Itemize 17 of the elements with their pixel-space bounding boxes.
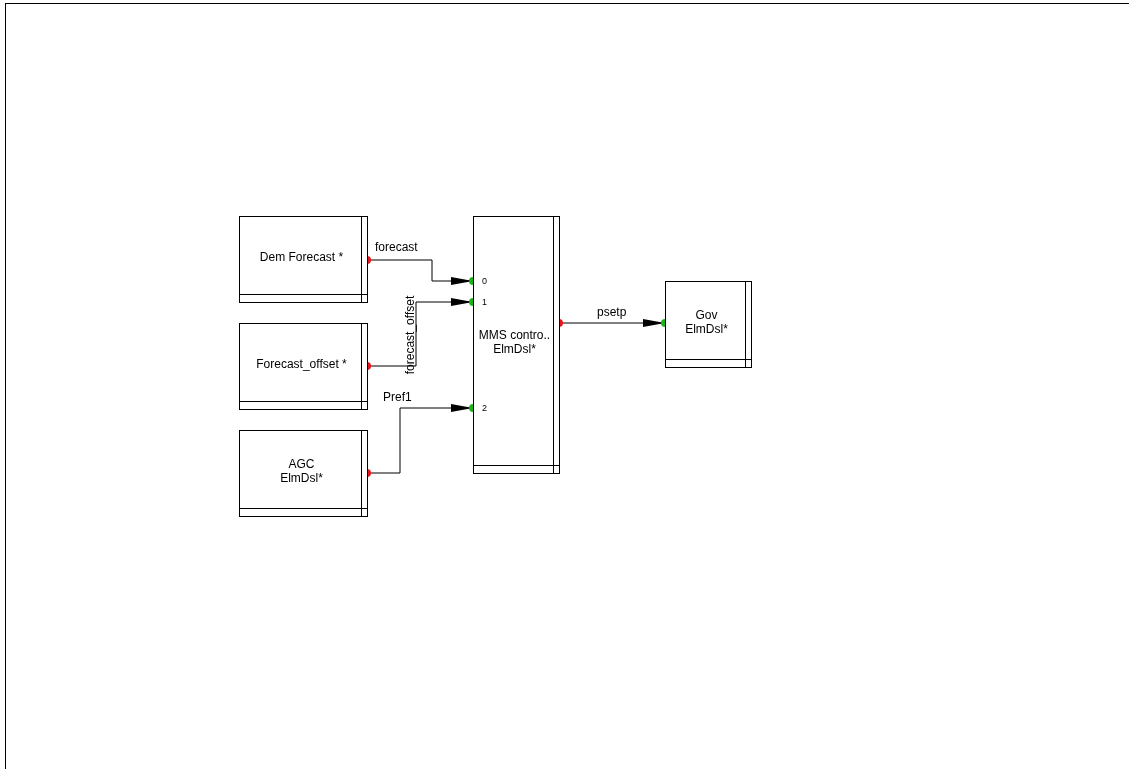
port-number: 2: [482, 403, 487, 413]
edge-label: forecast: [375, 240, 418, 254]
edge-label: forecast_offset: [403, 295, 417, 375]
port-number: 0: [482, 276, 487, 286]
block: [239, 430, 368, 517]
edge-label: Pref1: [383, 390, 412, 404]
block-label: Dem Forecast *: [259, 249, 344, 264]
block: [665, 281, 752, 368]
block-label: AGC ElmDsl*: [279, 456, 324, 485]
block-label: Forecast_offset *: [256, 356, 347, 371]
block: [473, 216, 560, 474]
port-number: 1: [482, 297, 487, 307]
block-label: MMS contro.. ElmDsl*: [477, 328, 552, 356]
edge-label: psetp: [597, 305, 627, 319]
block: [239, 323, 368, 410]
block-label: Gov ElmDsl*: [684, 307, 729, 336]
block: [239, 216, 368, 303]
